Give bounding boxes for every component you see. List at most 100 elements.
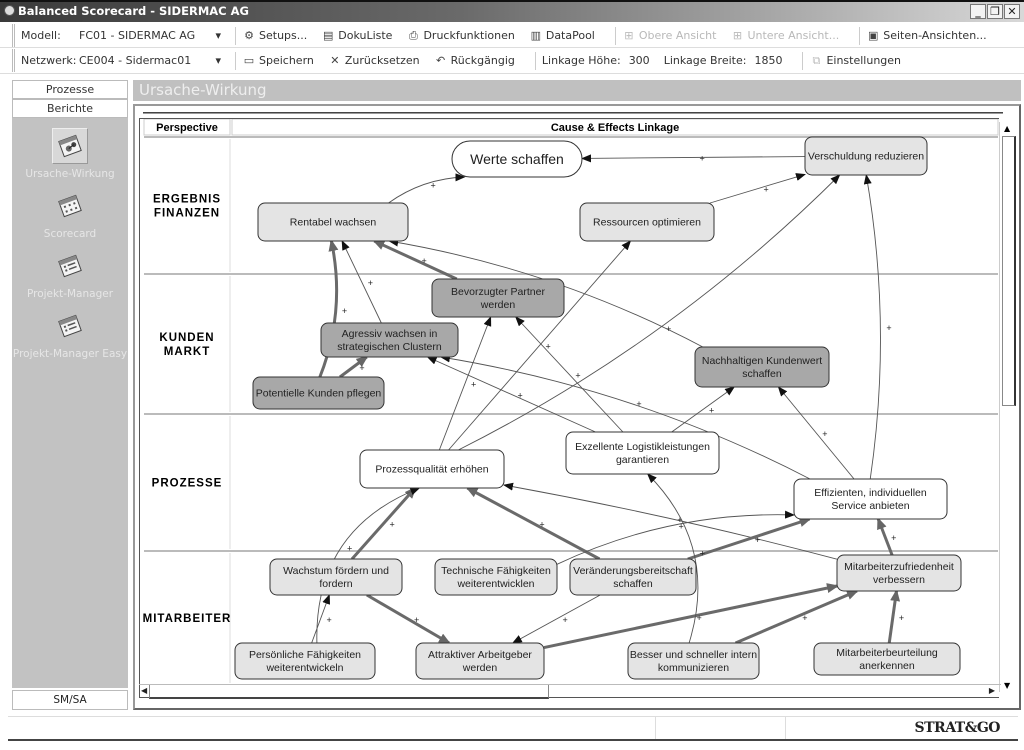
scroll-left-arrow[interactable]: ◀ (141, 686, 148, 695)
link-veraenderung-to-service[interactable] (687, 517, 812, 561)
sidebar-tab-sm-sa[interactable]: SM/SA (12, 690, 128, 710)
link-sign: + (471, 380, 476, 390)
datapool-icon: ▥ (530, 28, 542, 42)
node-box (569, 558, 697, 596)
scroll-down-arrow[interactable]: ▼ (1004, 681, 1011, 690)
link-wachstum-to-arbeitgeber[interactable] (366, 593, 451, 645)
node-potentielle[interactable]: Potentielle Kunden pflegen (252, 376, 385, 410)
node-label: weiterentwicklen (456, 578, 534, 590)
splitter-line[interactable] (143, 112, 1003, 114)
link-service-to-nachhaltig[interactable] (777, 386, 855, 480)
link-service-to-verschuldung[interactable] (863, 174, 881, 480)
scroll-right-arrow[interactable]: ▶ (988, 686, 995, 695)
sidebar-item-scorecard[interactable]: Scorecard (12, 188, 128, 240)
link-zufriedenheit-to-service[interactable] (876, 517, 894, 556)
link-prozessq-to-verschuldung[interactable] (458, 174, 841, 451)
node-werte[interactable]: Werte schaffen (451, 140, 583, 178)
untere-ansicht-button[interactable]: ⊞Untere Ansicht... (730, 29, 839, 42)
link-agressiv-to-rentabel[interactable] (341, 240, 382, 324)
sidebar-tab-berichte[interactable]: Berichte (12, 99, 128, 118)
node-verschuldung[interactable]: Verschuldung reduzieren (804, 136, 928, 176)
close-button[interactable]: ✕ (1004, 4, 1020, 19)
horizontal-scroll-thumb[interactable] (149, 685, 549, 699)
node-label: schaffen (613, 578, 653, 590)
link-kommunizieren-to-logistik[interactable] (646, 473, 699, 644)
restore-button[interactable]: ❐ (987, 4, 1003, 19)
link-prozessq-to-ressourcen[interactable] (448, 240, 632, 451)
sidebar-tab-prozesse[interactable]: Prozesse (12, 80, 128, 99)
link-logistik-to-nachhaltig[interactable] (671, 386, 736, 433)
vertical-scrollbar[interactable]: ▲ ▼ (999, 122, 1017, 692)
node-box (431, 278, 565, 318)
link-zufriedenheit-to-prozessq[interactable] (503, 482, 838, 560)
rueckgaengig-button[interactable]: ↶Rückgängig (434, 54, 515, 67)
link-prozessq-to-partner[interactable] (438, 316, 492, 451)
node-box (804, 136, 928, 176)
link-logistik-to-partner[interactable] (515, 316, 624, 433)
link-rentabel-to-werte[interactable] (388, 173, 466, 204)
obere-ansicht-button[interactable]: ⊞Obere Ansicht (622, 29, 716, 42)
link-wachstum-to-prozessq[interactable] (350, 486, 417, 560)
link-veraenderung-to-prozessq[interactable] (465, 486, 601, 561)
scroll-up-arrow[interactable]: ▲ (1004, 124, 1011, 133)
link-persoenlich-to-wachstum[interactable] (311, 594, 330, 644)
node-box (565, 431, 720, 475)
einstellungen-button[interactable]: ⧉Einstellungen (809, 54, 902, 67)
link-potentielle-to-agressiv[interactable] (339, 355, 369, 379)
datapool-button[interactable]: ▥DataPool (529, 29, 595, 42)
sidebar-item-projekt-manager[interactable]: Projekt-Manager (12, 248, 128, 300)
link-sign: + (359, 363, 364, 373)
link-ressourcen-to-verschuldung[interactable] (709, 173, 806, 204)
minimize-button[interactable]: _ (970, 4, 986, 19)
link-arbeitgeber-to-zufriedenheit[interactable] (543, 583, 839, 650)
link-persoenlich-to-prozessq[interactable] (316, 487, 421, 644)
linkage-height-value[interactable]: 300 (628, 54, 650, 67)
link-service-to-agressiv[interactable] (439, 354, 811, 480)
setups-button[interactable]: ⚙Setups... (242, 29, 307, 42)
link-sign: + (755, 535, 760, 545)
node-label: Bevorzugter Partner (451, 286, 545, 298)
link-partner-to-rentabel[interactable] (372, 239, 458, 281)
node-label: Rentabel wachsen (290, 217, 377, 229)
vertical-scroll-thumb[interactable] (1002, 136, 1016, 406)
node-rentabel[interactable]: Rentabel wachsen (257, 202, 409, 242)
seiten-ansichten-button[interactable]: ▣Seiten-Ansichten... (866, 29, 987, 42)
linkage-width-value[interactable]: 1850 (754, 54, 783, 67)
druckfunktionen-button[interactable]: ⎙Druckfunktionen (406, 29, 515, 42)
horizontal-scrollbar[interactable]: ◀ ▶ (139, 684, 1001, 700)
link-logistik-to-agressiv[interactable] (426, 356, 596, 433)
sidebar-item-ursache-wirkung[interactable]: Ursache-Wirkung (12, 128, 128, 180)
node-label: Technische Fähigkeiten (441, 565, 551, 577)
perspective-label-fin: ERGEBNIS (153, 194, 221, 206)
link-kommunizieren-to-zufriedenheit[interactable] (734, 589, 859, 645)
node-ressourcen[interactable]: Ressourcen optimieren (579, 202, 715, 242)
node-label: kommunizieren (658, 662, 729, 674)
sidebar-item-projekt-manager-easy[interactable]: Projekt-Manager Easy (12, 308, 128, 360)
zuruecksetzen-button[interactable]: ✕Zurücksetzen (328, 54, 419, 67)
link-technisch-to-service[interactable] (556, 510, 795, 565)
speichern-button[interactable]: ▭Speichern (242, 54, 314, 67)
link-verschuldung-to-werte[interactable] (581, 154, 806, 163)
link-potentielle-to-rentabel[interactable] (318, 239, 339, 378)
network-select[interactable]: CE004 - Sidermac01 ▾ (79, 54, 229, 67)
node-box (359, 449, 505, 489)
model-select[interactable]: FC01 - SIDERMAC AG ▾ (79, 29, 229, 42)
link-veraenderung-to-arbeitgeber[interactable] (511, 594, 601, 644)
node-prozessq[interactable]: Prozessqualität erhöhen (359, 449, 505, 489)
link-beurteilung-to-zufriedenheit[interactable] (887, 589, 901, 644)
dokuliste-button[interactable]: ▤DokuListe (321, 29, 392, 42)
node-box (813, 642, 961, 676)
